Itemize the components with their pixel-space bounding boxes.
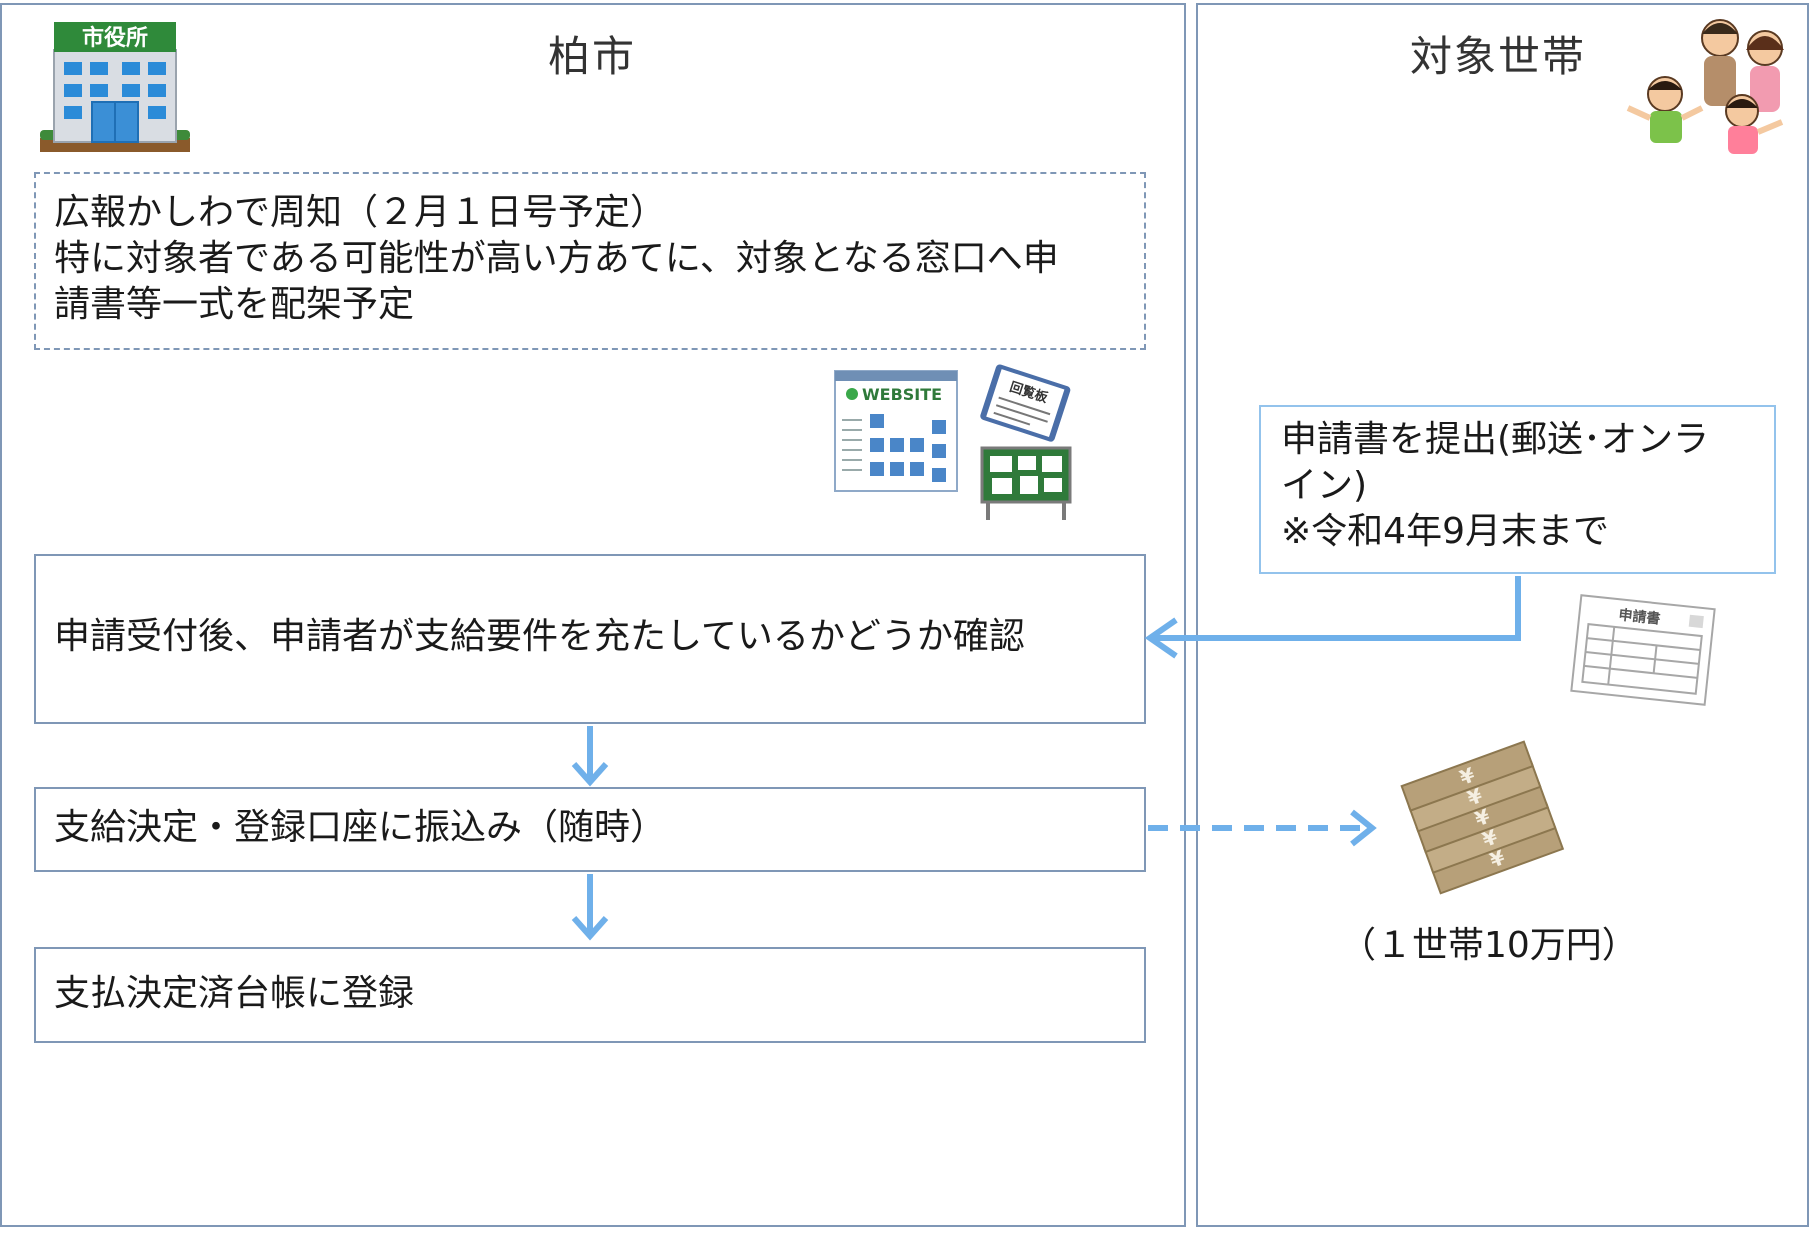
notice-line-2: 特に対象者である可能性が高い方あてに、対象となる窓口へ申 <box>54 238 1059 279</box>
family-icon <box>1626 19 1784 154</box>
application-submit-box: 申請書を提出(郵送･オンラ イン) ※令和4年9月末まで <box>1259 405 1776 574</box>
bulletin-board-icon <box>980 446 1072 520</box>
notice-box: 広報かしわで周知（２月１日号予定） 特に対象者である可能性が高い方あてに、対象と… <box>34 172 1146 350</box>
city-hall-icon: 市役所 <box>40 22 190 152</box>
notice-line-1: 広報かしわで周知（２月１日号予定） <box>54 192 667 233</box>
ledger-box: 支払決定済台帳に登録 <box>34 947 1146 1043</box>
city-hall-sign: 市役所 <box>82 25 148 51</box>
apply-line-1: 申請書を提出(郵送･オンラ <box>1281 419 1710 460</box>
website-icon: WEBSITE <box>834 370 958 492</box>
arrowhead-money <box>1350 809 1377 847</box>
lane-city: 柏市 <box>0 3 1186 1227</box>
money-stack-icon: ¥ ¥ ¥ ¥ ¥ <box>1400 740 1565 895</box>
pay-text: 支給決定・登録口座に振込み（随時） <box>54 807 667 848</box>
lane-title-city: 柏市 <box>547 32 636 81</box>
ledger-text: 支払決定済台帳に登録 <box>54 973 415 1014</box>
payment-box: 支給決定・登録口座に振込み（随時） <box>34 787 1146 872</box>
arrowhead-confirm <box>1144 617 1178 659</box>
arrowhead-pay <box>571 762 609 787</box>
amount-caption: （１世帯10万円） <box>1340 925 1638 966</box>
lane-household: 対象世帯 <box>1196 3 1809 1227</box>
website-label: WEBSITE <box>862 385 942 404</box>
arrowhead-ledger <box>571 916 609 941</box>
confirm-text: 申請受付後、申請者が支給要件を充たしているかどうか確認 <box>54 616 1025 657</box>
application-form-icon: 申請書 <box>1570 594 1716 706</box>
arrow-submit-to-confirm <box>1154 576 1521 641</box>
lane-title-household: 対象世帯 <box>1409 32 1586 81</box>
notice-line-3: 請書等一式を配架予定 <box>54 284 415 325</box>
apply-line-3: ※令和4年9月末まで <box>1281 511 1609 552</box>
apply-line-2: イン) <box>1281 465 1368 506</box>
circular-board-icon: 回覧板 <box>980 364 1071 442</box>
application-form-label: 申請書 <box>1618 606 1662 627</box>
confirmation-box: 申請受付後、申請者が支給要件を充たしているかどうか確認 <box>34 554 1146 724</box>
